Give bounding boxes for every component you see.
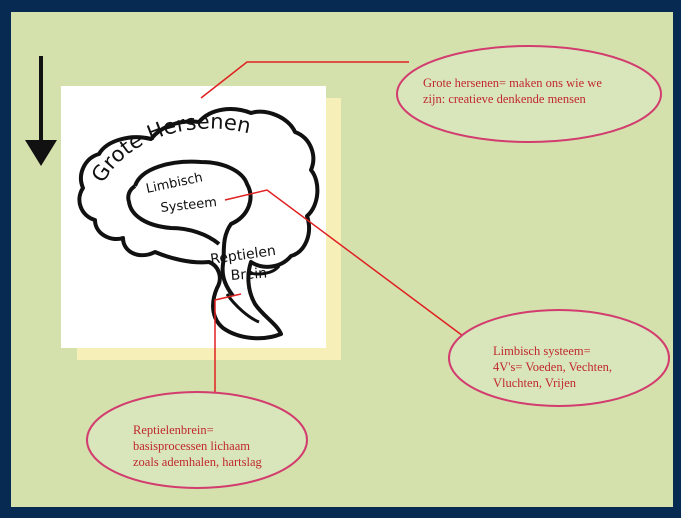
callout-grote-line2: zijn: creatieve denkende mensen: [423, 92, 586, 106]
callout-grote-hersenen: Grote hersenen= maken ons wie we zijn: c…: [423, 75, 648, 107]
callout-reptiel-line3: zoals ademhalen, hartslag: [133, 455, 262, 469]
callout-limbisch-line1: Limbisch systeem=: [493, 344, 591, 358]
callout-reptiel-line1: Reptielenbrein=: [133, 423, 214, 437]
connector-reptiel: [214, 293, 242, 396]
callout-bubble-grote: [396, 45, 662, 143]
slide-canvas: Grote Hersenen Limbisch Systeem Reptiele…: [11, 12, 673, 507]
label-brein: Brein: [230, 265, 267, 284]
limbic-outline: [126, 159, 253, 298]
label-systeem: Systeem: [160, 195, 218, 216]
diagram-drawing: Grote Hersenen Limbisch Systeem Reptiele…: [25, 45, 670, 489]
callout-limbisch-line3: Vluchten, Vrijen: [493, 376, 577, 390]
callout-limbisch-line2: 4V's= Voeden, Vechten,: [493, 360, 613, 374]
callout-reptiel-line2: basisprocessen lichaam: [133, 439, 250, 453]
callout-grote-line1: Grote hersenen= maken ons wie we: [423, 76, 602, 90]
callout-bubble-reptiel: [86, 391, 308, 489]
brain-card: [61, 86, 326, 348]
callout-reptielenbrein: Reptielenbrein= basisprocessen lichaam z…: [133, 422, 298, 470]
brain-outline: [77, 107, 320, 341]
arrow-down-icon: [25, 56, 57, 166]
connector-grote: [200, 61, 409, 99]
callout-bubble-limbisch: [448, 309, 670, 407]
callout-limbisch: Limbisch systeem= 4V's= Voeden, Vechten,…: [493, 343, 663, 391]
connector-limbisch: [224, 189, 464, 337]
